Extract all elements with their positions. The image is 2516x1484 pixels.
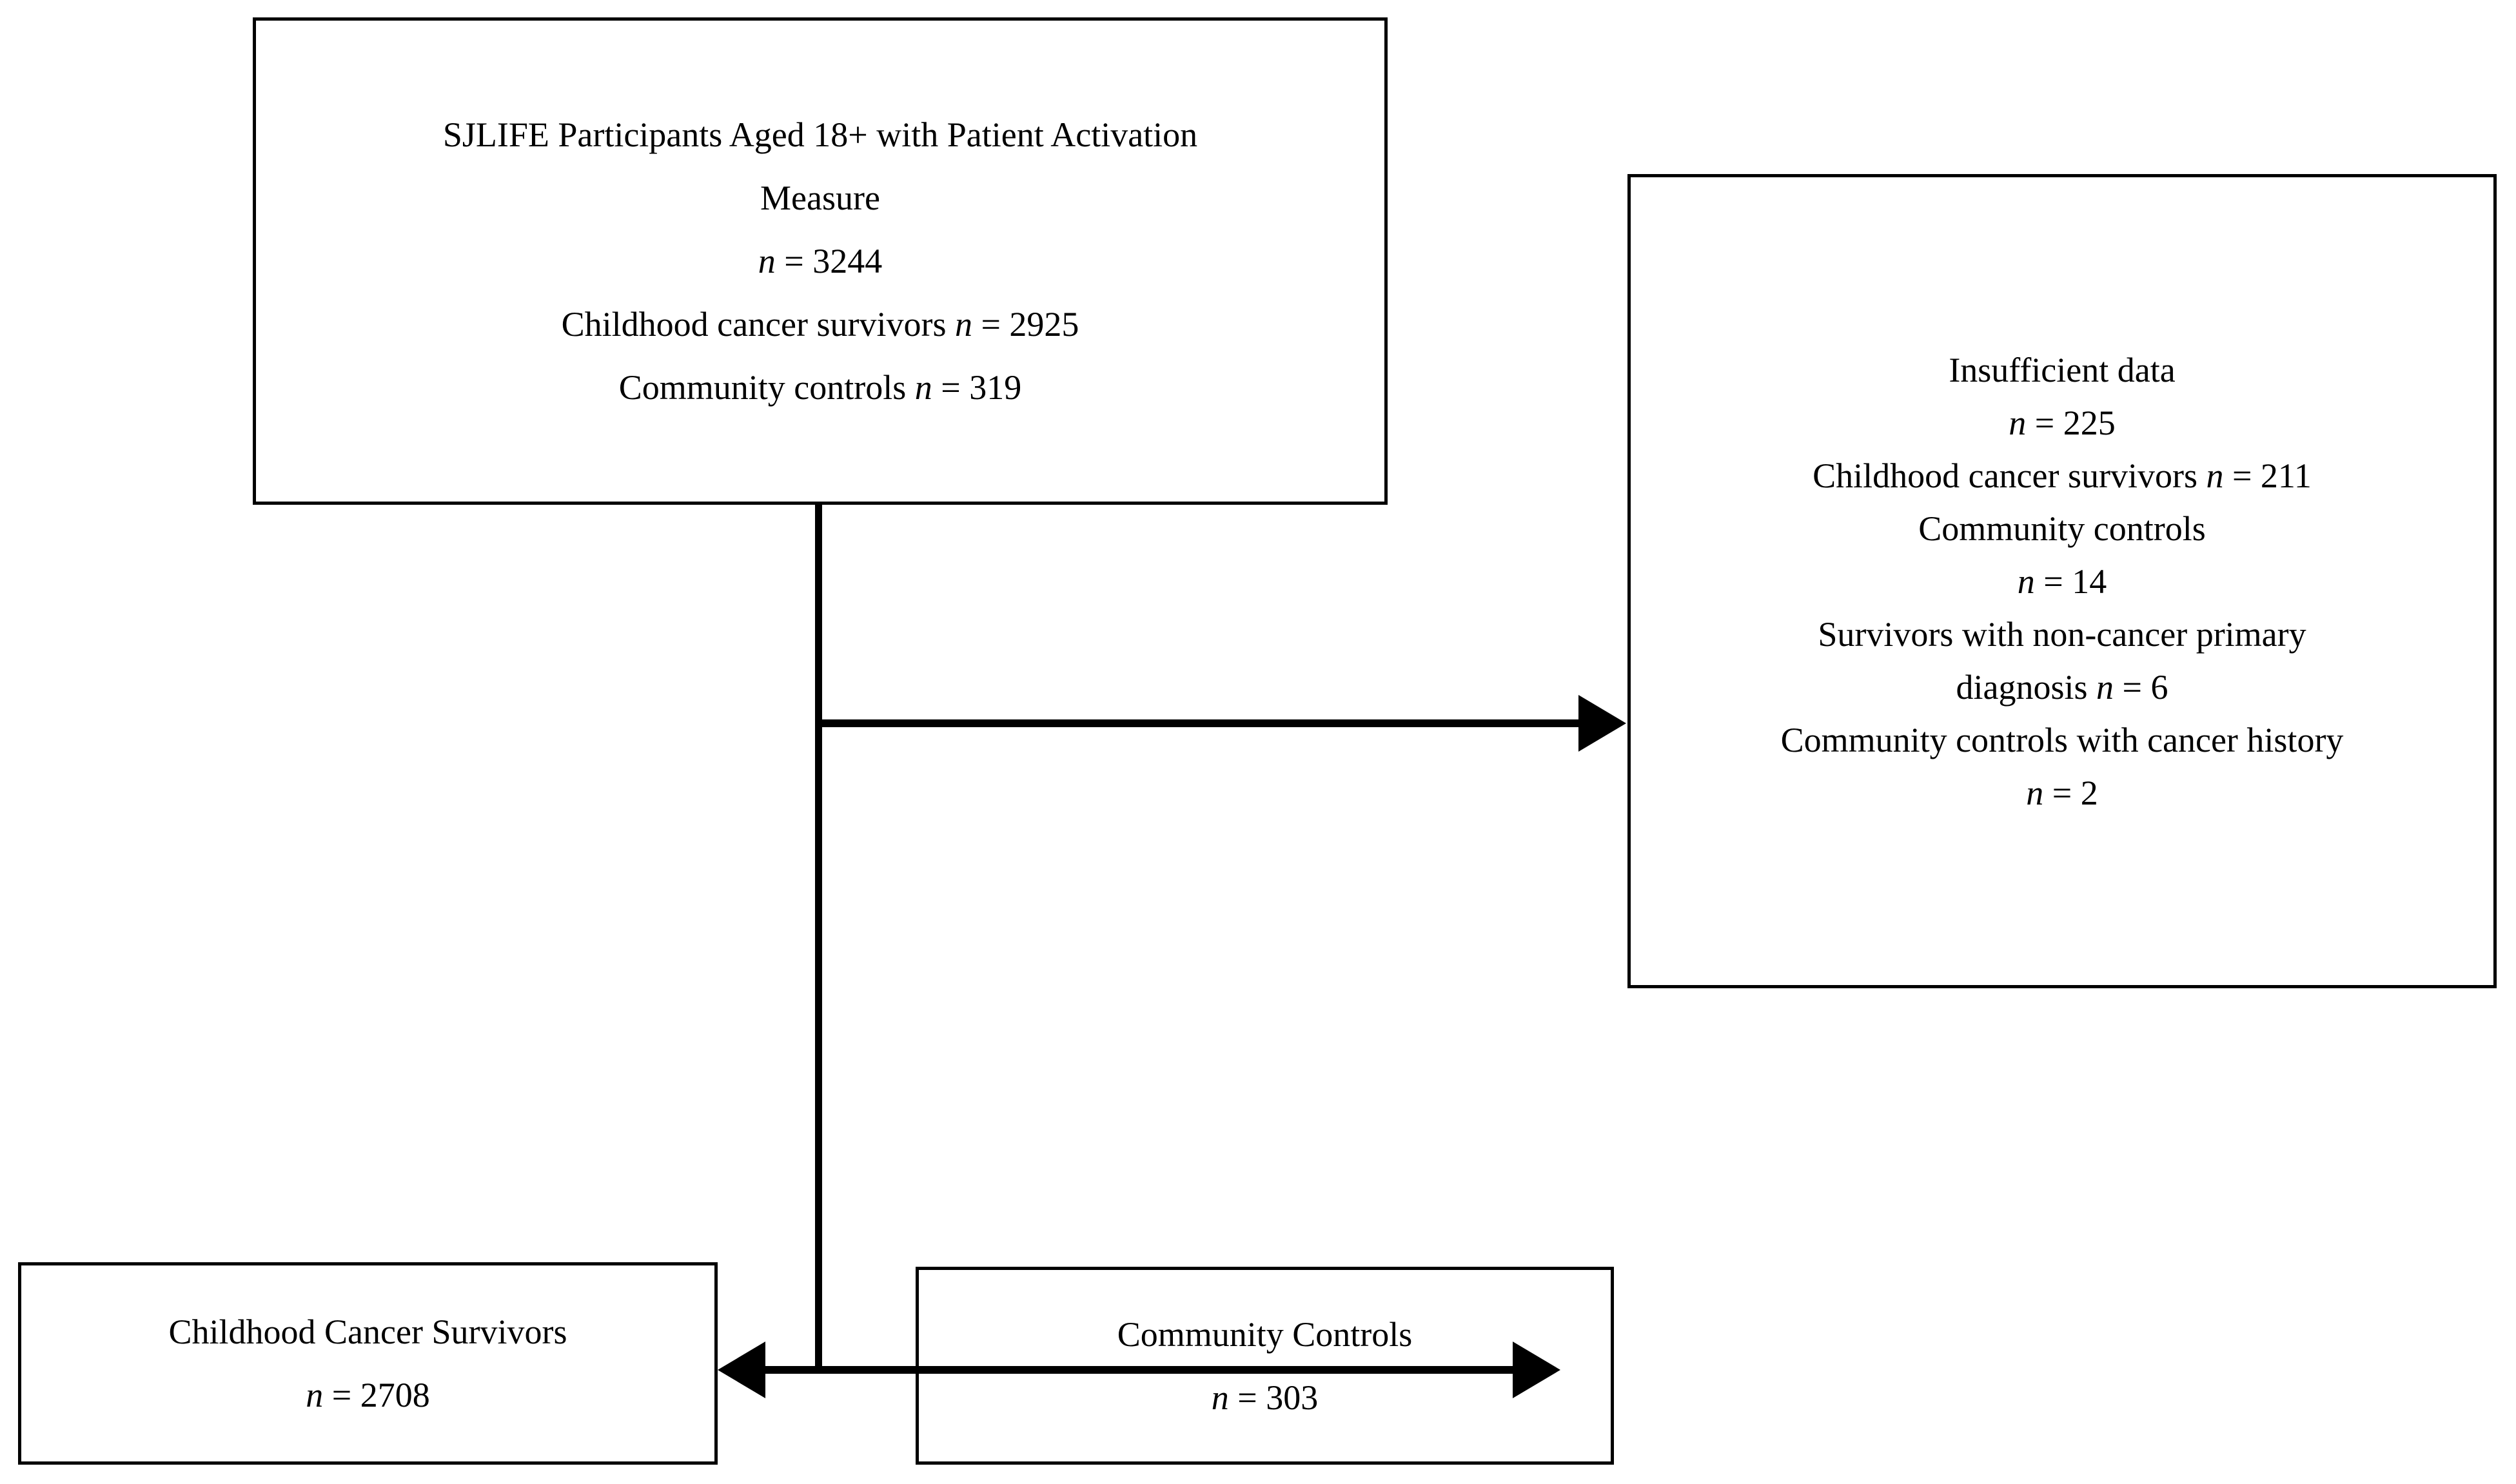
source-population-box: SJLIFE Participants Aged 18+ with Patien…	[253, 17, 1388, 505]
source-population-total-n: n = 3244	[758, 242, 883, 280]
survivors-heading: Childhood Cancer Survivors	[168, 1313, 567, 1351]
excluded-survivors-n: Childhood cancer survivors n = 211	[1813, 456, 2312, 495]
split-to-groups-line	[735, 1366, 1548, 1374]
trunk-vertical-line	[815, 505, 822, 1370]
excluded-heading: Insufficient data	[1949, 350, 2176, 389]
excluded-total-n: n = 225	[2009, 403, 2116, 442]
survivors-n: n = 2708	[306, 1376, 430, 1414]
excluded-cancer-history-label: Community controls with cancer history	[1780, 720, 2344, 759]
source-population-line-1: SJLIFE Participants Aged 18+ with Patien…	[442, 115, 1198, 154]
excluded-participants-box: Insufficient data n = 225 Childhood canc…	[1627, 174, 2497, 988]
excluded-controls-n: n = 14	[2017, 561, 2107, 601]
excluded-cancer-history-n: n = 2	[2026, 773, 2098, 812]
branch-to-excluded-arrowhead-icon	[1578, 695, 1626, 752]
branch-to-excluded-line	[819, 719, 1581, 727]
split-right-arrowhead-icon	[1513, 1342, 1560, 1398]
source-population-controls-n: Community controls n = 319	[618, 368, 1022, 407]
controls-heading: Community Controls	[1117, 1314, 1413, 1354]
community-controls-box: Community Controls n = 303	[916, 1267, 1614, 1465]
controls-n: n = 303	[1211, 1378, 1319, 1417]
excluded-controls-label: Community controls	[1918, 509, 2206, 548]
excluded-noncancer-n: diagnosis n = 6	[1956, 667, 2168, 707]
source-population-survivors-n: Childhood cancer survivors n = 2925	[561, 305, 1079, 344]
excluded-noncancer-label: Survivors with non-cancer primary	[1818, 614, 2306, 654]
split-left-arrowhead-icon	[718, 1342, 765, 1398]
source-population-line-2: Measure	[760, 179, 880, 217]
childhood-cancer-survivors-box: Childhood Cancer Survivors n = 2708	[18, 1262, 718, 1465]
